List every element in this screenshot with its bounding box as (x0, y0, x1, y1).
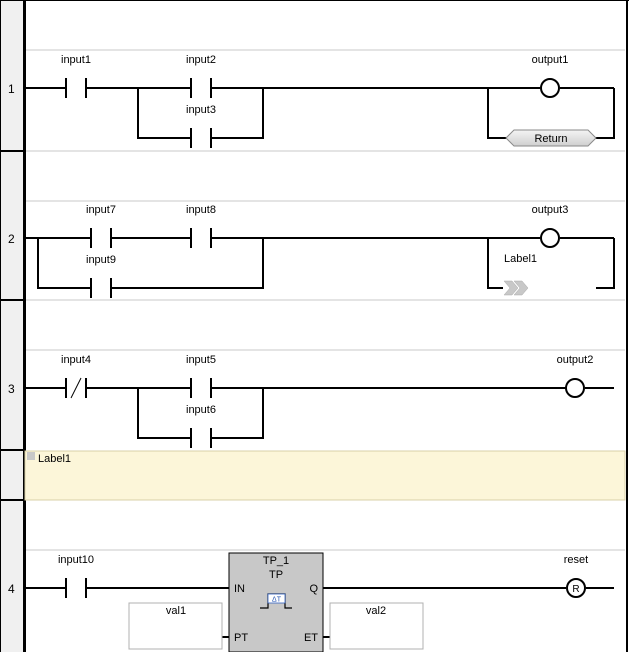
contact-input8[interactable] (190, 228, 212, 248)
label-row-text: Label1 (38, 453, 71, 465)
contact-label-input10: input10 (58, 554, 94, 566)
rung-number: 3 (8, 382, 15, 396)
contact-input6[interactable] (190, 428, 212, 448)
coil-label-output3: output3 (532, 204, 569, 216)
contact-label-input8: input8 (186, 204, 216, 216)
coil-output3[interactable] (540, 228, 560, 248)
rung-3-branch-wire (137, 388, 264, 439)
contact-label-input9: input9 (86, 254, 116, 266)
contact-input7[interactable] (90, 228, 112, 248)
rung-3[interactable]: 3 input4 input5 input6 output2 (8, 354, 614, 448)
et-value-text: val2 (366, 605, 386, 617)
jump-label: Label1 (504, 253, 537, 265)
block-pin-pt: PT (234, 632, 248, 644)
coil-label-output2: output2 (557, 354, 594, 366)
block-pin-q: Q (309, 583, 318, 595)
tp-function-block[interactable]: TP_1 TP IN Q PT ET ΔT (228, 552, 324, 652)
jump-branch-wire (487, 238, 615, 289)
contact-label-input1: input1 (61, 54, 91, 66)
return-block[interactable]: Return (505, 129, 597, 147)
coil-reset[interactable]: R (566, 578, 586, 598)
block-instance-name: TP_1 (263, 555, 289, 567)
rung-1-branch-wire (137, 88, 264, 139)
contact-label-input7: input7 (86, 204, 116, 216)
pt-value-box[interactable]: val1 (128, 602, 223, 650)
label-marker-icon (27, 452, 35, 460)
coil-label-output1: output1 (532, 54, 569, 66)
contact-label-input2: input2 (186, 54, 216, 66)
rung-2[interactable]: 2 input7 input8 input9 output3 Label1 (8, 204, 615, 298)
reset-coil-symbol: R (572, 584, 579, 595)
rung-2-branch-wire (37, 238, 264, 289)
block-type-name: TP (269, 569, 283, 581)
return-label: Return (534, 133, 567, 145)
rung-1[interactable]: 1 input1 input2 input3 output1 Return (8, 54, 615, 148)
contact-input3[interactable] (190, 128, 212, 148)
coil-label-reset: reset (564, 554, 588, 566)
jump-arrow-icon[interactable] (503, 280, 529, 296)
contact-label-input5: input5 (186, 354, 216, 366)
et-value-box[interactable]: val2 (329, 602, 424, 650)
coil-output2[interactable] (565, 378, 585, 398)
contact-input9[interactable] (90, 278, 112, 298)
pt-value-text: val1 (166, 605, 186, 617)
contact-input4-negated[interactable] (65, 377, 87, 399)
contact-label-input3: input3 (186, 104, 216, 116)
rung-number: 2 (8, 232, 15, 246)
contact-input10[interactable] (65, 578, 87, 598)
pulse-timer-icon: ΔT (260, 593, 292, 609)
contact-label-input6: input6 (186, 404, 216, 416)
contact-label-input4: input4 (61, 354, 91, 366)
block-pin-et: ET (304, 632, 318, 644)
contact-input2[interactable] (190, 78, 212, 98)
block-pin-in: IN (234, 583, 245, 595)
pulse-timer-icon-text: ΔT (272, 597, 282, 604)
return-branch-wire (487, 88, 615, 139)
rung-4[interactable]: 4 input10 reset TP_1 TP IN Q PT ET ΔT (8, 552, 614, 652)
contact-input5[interactable] (190, 378, 212, 398)
rung-number-gutter (0, 0, 24, 652)
rung-number: 4 (8, 582, 15, 596)
label-row[interactable]: Label1 (24, 450, 626, 501)
coil-output1[interactable] (540, 78, 560, 98)
contact-input1[interactable] (65, 78, 87, 98)
rung-number: 1 (8, 82, 15, 96)
